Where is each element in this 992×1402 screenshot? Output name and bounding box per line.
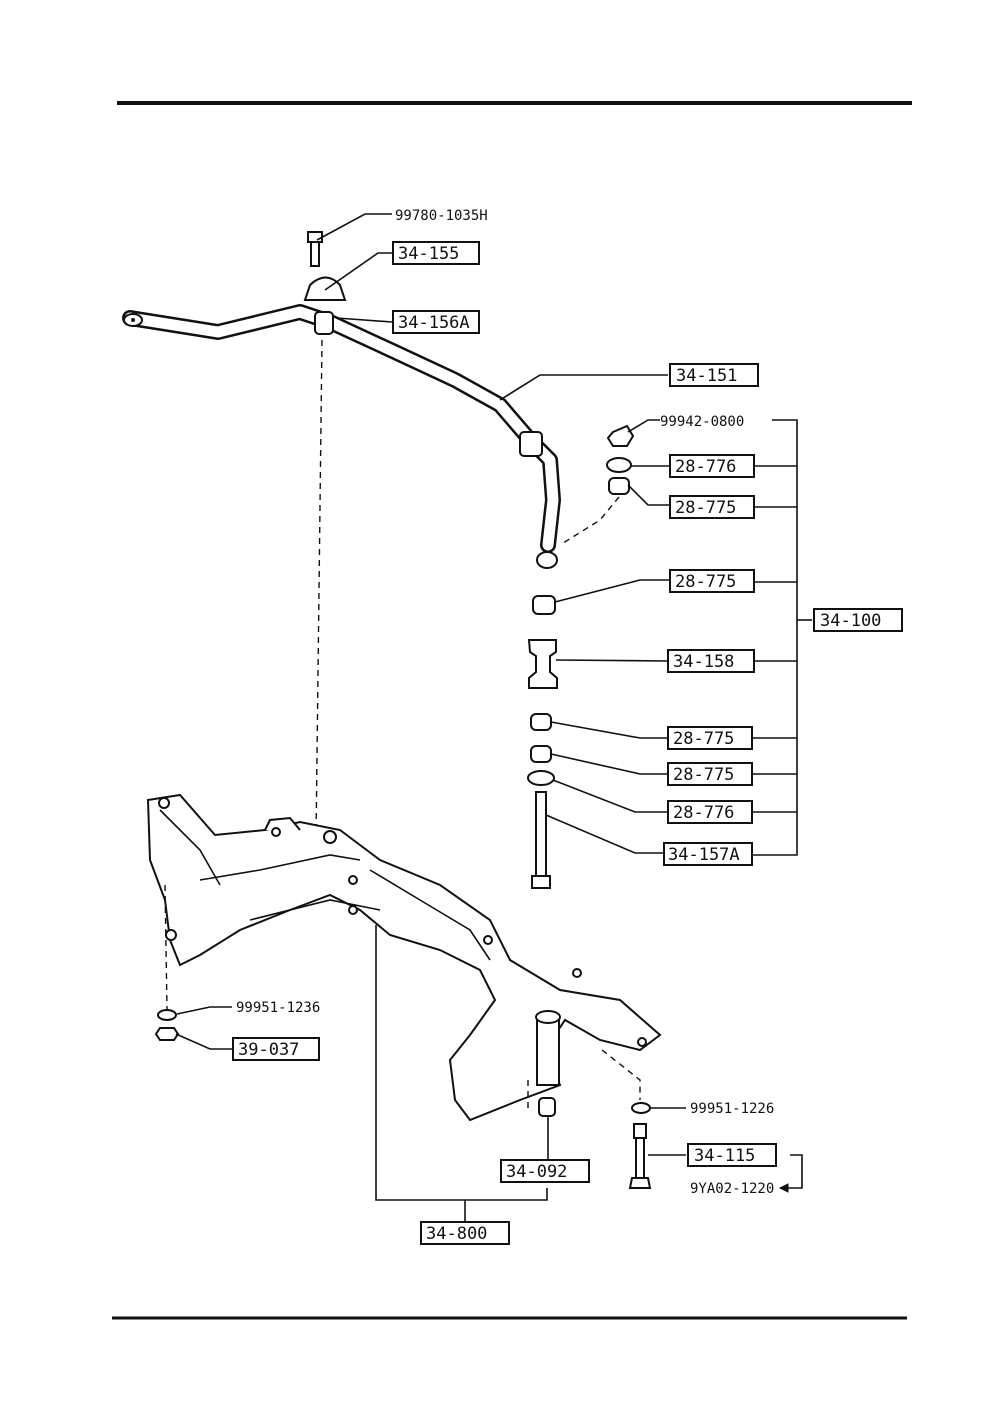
- part-number-34-157a: 34-157A: [668, 845, 740, 865]
- bushing-drawing-4: [530, 745, 552, 763]
- washer-drawing-bottom: [527, 770, 555, 786]
- boxed-label-34-156a[interactable]: 34-156A: [392, 310, 480, 334]
- bracket-guide-line: [315, 339, 323, 841]
- part-number-34-092: 34-092: [506, 1162, 567, 1182]
- part-number-99942-0800: 99942-0800: [660, 414, 744, 430]
- boxed-label-34-100[interactable]: 34-100: [813, 608, 903, 632]
- left-nut-drawing: [154, 1027, 180, 1041]
- boxed-label-28-776-bottom[interactable]: 28-776: [667, 800, 753, 824]
- spacer-sleeve-drawing: [527, 639, 558, 689]
- right-washer-drawing: [631, 1102, 651, 1114]
- part-number-99951-1236: 99951-1236: [236, 1000, 320, 1016]
- boxed-label-28-775-4[interactable]: 28-775: [667, 762, 753, 786]
- stabilizer-bar-drawing: [122, 304, 561, 569]
- rubber-mount-drawing: [538, 1097, 556, 1117]
- boxed-label-28-775-1[interactable]: 28-775: [669, 495, 755, 519]
- nut-drawing: [606, 424, 635, 447]
- left-guide-line: [164, 884, 168, 1011]
- right-guide-line: [601, 1049, 641, 1100]
- plain-label-99951-1226: 99951-1226: [690, 1101, 774, 1117]
- part-number-28-775-1: 28-775: [675, 498, 736, 518]
- plain-label-99942: 99942-0800: [660, 414, 744, 430]
- link-bolt-drawing: [535, 791, 547, 877]
- plain-label-9ya02-1220: 9YA02-1220: [690, 1181, 774, 1197]
- boxed-label-34-800[interactable]: 34-800: [420, 1221, 510, 1245]
- boxed-label-34-158[interactable]: 34-158: [667, 649, 755, 673]
- boxed-label-34-092[interactable]: 34-092: [500, 1159, 590, 1183]
- boxed-label-39-037[interactable]: 39-037: [232, 1037, 320, 1061]
- boxed-label-34-115[interactable]: 34-115: [687, 1143, 777, 1167]
- leader-lines: [175, 213, 812, 1222]
- left-washer-drawing: [157, 1009, 177, 1021]
- part-number-34-151: 34-151: [676, 366, 737, 386]
- part-number-34-156a: 34-156A: [398, 313, 470, 333]
- part-number-34-115: 34-115: [694, 1146, 755, 1166]
- part-number-28-775-3: 28-775: [673, 729, 734, 749]
- part-number-28-776-top: 28-776: [675, 457, 736, 477]
- part-number-99951-1226: 99951-1226: [690, 1101, 774, 1117]
- bushing-drawing-1: [608, 477, 630, 495]
- boxed-label-28-775-2[interactable]: 28-775: [669, 569, 755, 593]
- crossmember-drawing: [146, 793, 662, 1122]
- right-bolt-drawing: [633, 1123, 647, 1139]
- part-number-34-100: 34-100: [820, 611, 881, 631]
- plain-label-99780: 99780-1035H: [395, 208, 488, 224]
- bushing-drawing-2: [532, 595, 556, 615]
- stabilizer-link-stack: [527, 424, 635, 889]
- boxed-label-34-155[interactable]: 34-155: [392, 241, 480, 265]
- part-number-99780-1035h: 99780-1035H: [395, 208, 488, 224]
- boxed-label-34-157a[interactable]: 34-157A: [663, 842, 753, 866]
- washer-drawing-top: [606, 457, 632, 473]
- part-number-39-037: 39-037: [238, 1040, 299, 1060]
- plain-label-99951-1236: 99951-1236: [236, 1000, 320, 1016]
- part-number-34-158: 34-158: [673, 652, 734, 672]
- boxed-label-34-151[interactable]: 34-151: [669, 363, 759, 387]
- part-number-28-776-bottom: 28-776: [673, 803, 734, 823]
- boxed-label-28-775-3[interactable]: 28-775: [667, 726, 753, 750]
- part-number-28-775-4: 28-775: [673, 765, 734, 785]
- part-number-28-775-2: 28-775: [675, 572, 736, 592]
- boxed-label-28-776-top[interactable]: 28-776: [669, 454, 755, 478]
- part-number-34-155: 34-155: [398, 244, 459, 264]
- part-number-9ya02-1220: 9YA02-1220: [690, 1181, 774, 1197]
- bushing-drawing-3: [530, 713, 552, 731]
- bracket-bolt-drawing: [307, 231, 323, 267]
- part-number-34-800: 34-800: [426, 1224, 487, 1244]
